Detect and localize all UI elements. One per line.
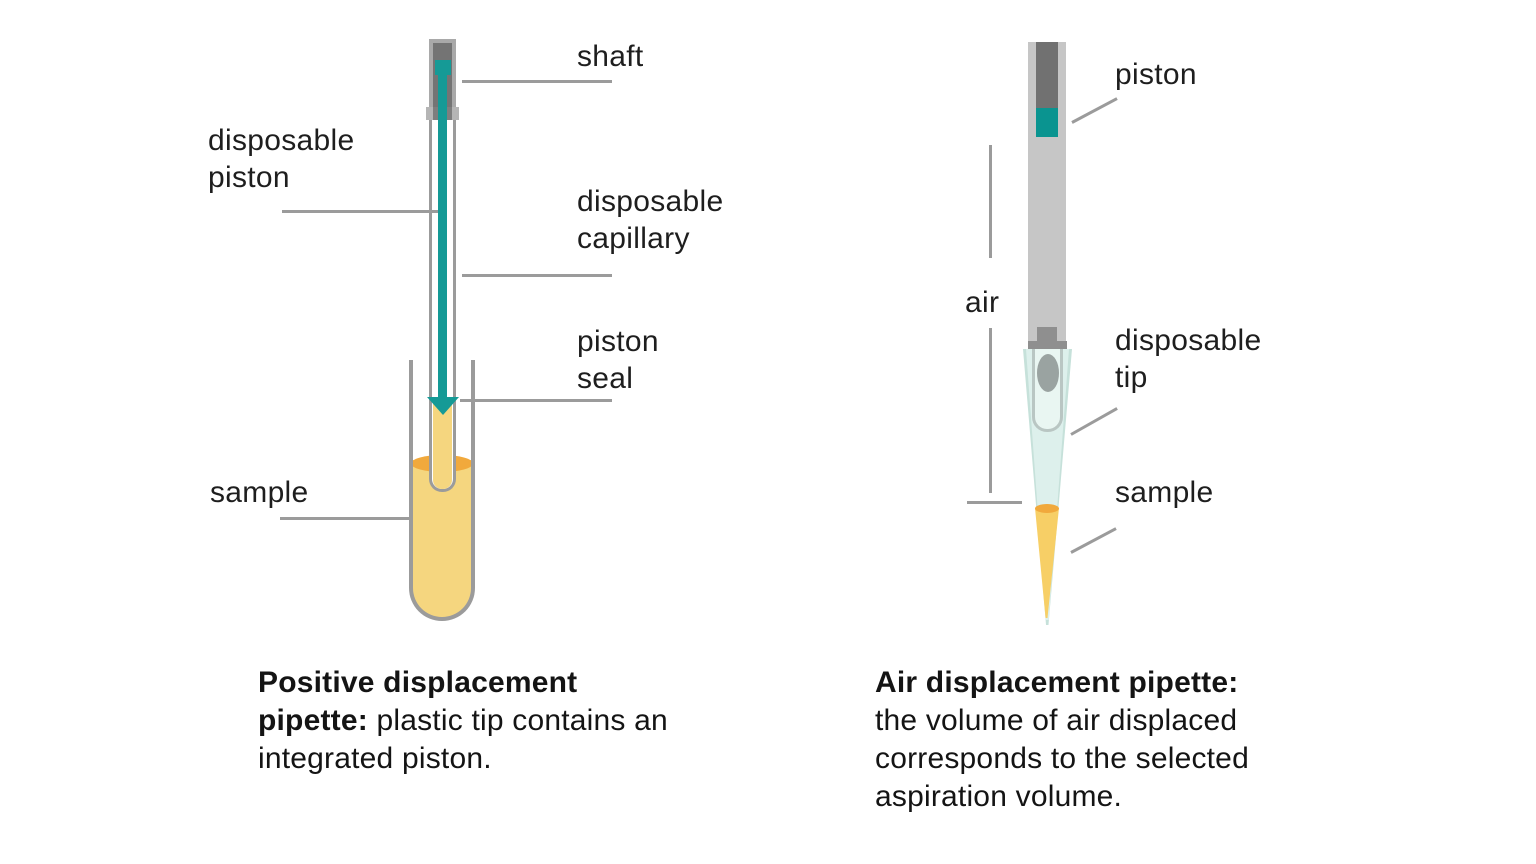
piston-rod xyxy=(438,70,447,400)
leader-line-disposable-capillary xyxy=(462,274,612,277)
leader-line-piston xyxy=(1071,97,1118,124)
label-sample-left: sample xyxy=(210,476,309,509)
label-shaft: shaft xyxy=(577,40,644,73)
caption-right-line3: corresponds to the selected xyxy=(875,742,1249,775)
label-disposable-capillary: disposable capillary xyxy=(577,185,724,255)
air-bracket-tick xyxy=(967,501,1022,504)
air-bracket-lower xyxy=(989,328,992,493)
leader-line-shaft xyxy=(462,80,612,83)
label-air: air xyxy=(965,286,1000,319)
caption-left-line1: Positive displacement xyxy=(258,666,578,699)
leader-line-sample-right xyxy=(1070,527,1117,554)
air-piston-seal xyxy=(1036,108,1058,137)
sample-in-tip xyxy=(1035,508,1059,618)
tip-connector-base xyxy=(1028,341,1067,350)
leader-line-disposable-piston xyxy=(282,210,438,213)
leader-line-piston-seal xyxy=(460,399,612,402)
label-disposable-piston: disposable piston xyxy=(208,124,355,194)
label-piston: piston xyxy=(1115,58,1197,91)
caption-right-line2: the volume of air displaced xyxy=(875,704,1238,737)
tip-sample-surface xyxy=(1035,504,1059,513)
leader-line-disposable-tip xyxy=(1070,407,1118,436)
caption-right-line4: aspiration volume. xyxy=(875,780,1123,813)
label-disposable-tip: disposable tip xyxy=(1115,324,1262,394)
caption-left-line3: integrated piston. xyxy=(258,742,492,775)
tip-socket-ellipse xyxy=(1037,354,1059,392)
label-sample-right: sample xyxy=(1115,476,1214,509)
caption-air-displacement: Air displacement pipette: the volume of … xyxy=(875,664,1355,816)
caption-positive-displacement: Positive displacement pipette: plastic t… xyxy=(258,664,758,778)
label-piston-seal: piston seal xyxy=(577,325,659,395)
leader-line-sample-left xyxy=(280,517,409,520)
sample-in-capillary xyxy=(433,404,452,489)
caption-right-line1: Air displacement pipette: xyxy=(875,666,1239,699)
sample-tube-outline xyxy=(409,360,475,621)
tip-connector-step xyxy=(1037,327,1057,342)
air-bracket-upper xyxy=(989,145,992,258)
air-piston-rod xyxy=(1036,42,1058,108)
caption-left-line2: pipette: plastic tip contains an xyxy=(258,704,668,737)
